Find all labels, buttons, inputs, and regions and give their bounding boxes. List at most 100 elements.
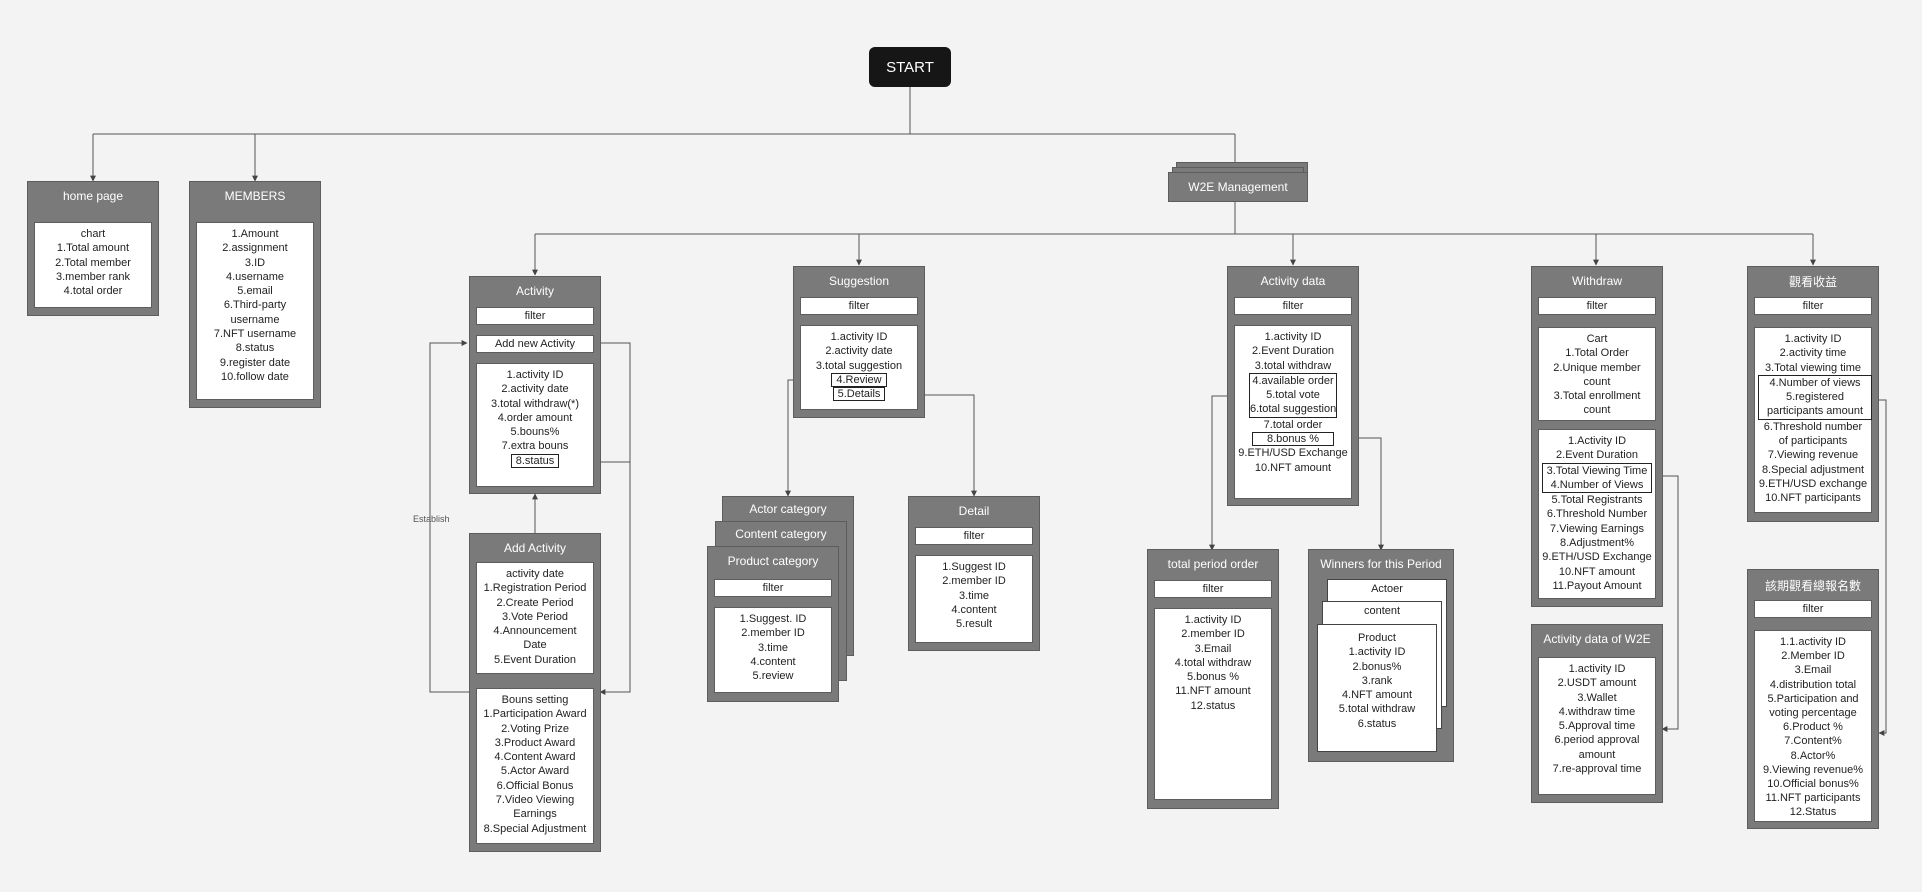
period-total-panel: 1.1.activity ID 2.Member ID 3.Email 4.di… [1754, 630, 1872, 822]
activity-data-module[interactable]: Activity data filter 1.activity ID 2.Eve… [1227, 266, 1359, 506]
detail-module[interactable]: Detail filter 1.Suggest ID 2.member ID 3… [908, 496, 1040, 651]
viewing-item: of participants [1778, 435, 1848, 448]
product-category-module[interactable]: Product category filter 1.Suggest. ID 2.… [707, 546, 839, 702]
period-order-item: 3.Email [1194, 642, 1232, 655]
members-module[interactable]: MEMBERS 1.Amount 2.assignment 3.ID 4.use… [189, 181, 321, 408]
withdraw-item: 5.Total Registrants [1551, 494, 1643, 507]
winners-title: Winners for this Period [1320, 557, 1442, 571]
period-total-item: voting percentage [1769, 707, 1857, 720]
winners-product-item: Product [1358, 632, 1396, 644]
members-item: username [230, 313, 280, 326]
home-item: 1.Total amount [56, 242, 130, 255]
add-activity-item: Date [523, 639, 547, 652]
period-order-item: 1.activity ID [1184, 614, 1242, 626]
members-item: 7.NFT username [213, 328, 297, 341]
winners-product-item: 5.total withdraw [1338, 703, 1416, 716]
details-item[interactable]: 5.Details [832, 387, 886, 402]
period-total-item: 2.Member ID [1781, 650, 1845, 663]
category-filter[interactable]: filter [714, 579, 832, 597]
w2e-data-item: 7.re-approval time [1552, 763, 1642, 776]
period-order-item: 2.member ID [1181, 628, 1245, 641]
product-category-title: Product category [727, 554, 819, 568]
activity-data-order-box[interactable]: 4.available order 5.total vote 6.total s… [1249, 372, 1337, 418]
bonus-item: Earnings [513, 808, 557, 821]
activity-data-w2e-module[interactable]: Activity data of W2E 1.activity ID 2.USD… [1531, 624, 1663, 803]
detail-filter[interactable]: filter [915, 527, 1033, 545]
withdraw-item: 2.Event Duration [1556, 449, 1638, 462]
home-page-module[interactable]: home page chart 1.Total amount 2.Total m… [27, 181, 159, 316]
withdraw-viewing-box[interactable]: 3.Total Viewing Time 4.Number of Views [1542, 462, 1652, 494]
period-total-module[interactable]: 該期觀看總報名數 filter 1.1.activity ID 2.Member… [1747, 569, 1879, 829]
activity-item: 4.order amount [497, 411, 573, 424]
viewing-revenue-module[interactable]: 觀看收益 filter 1.activity ID 2.activity tim… [1747, 266, 1879, 522]
period-order-item: 11.NFT amount [1175, 685, 1251, 698]
activity-data-bonus-item[interactable]: 8.bonus % [1252, 432, 1334, 447]
start-node[interactable]: START [869, 47, 951, 87]
w2e-management-node[interactable]: W2E Management [1168, 172, 1308, 202]
home-page-panel: chart 1.Total amount 2.Total member 3.me… [34, 222, 152, 308]
members-item: 9.register date [219, 356, 291, 369]
line-withdraw-w2e [1651, 475, 1679, 732]
activity-data-title: Activity data [1260, 274, 1326, 288]
viewing-item: 8.Special adjustment [1761, 463, 1865, 476]
suggestion-title: Suggestion [828, 274, 890, 288]
cart-item: 2.Unique member [1553, 361, 1641, 374]
viewing-item: 9.ETH/USD exchange [1758, 477, 1868, 490]
period-total-item: 1.1.activity ID [1779, 636, 1847, 648]
period-order-item: 12.status [1190, 699, 1236, 712]
home-item: 2.Total member [55, 256, 131, 269]
bonus-item: 7.Video Viewing [495, 794, 575, 807]
add-new-activity-button[interactable]: Add new Activity [476, 335, 594, 353]
period-total-item: 11.NFT participants [1765, 792, 1861, 805]
period-total-item: 7.Content% [1784, 735, 1842, 748]
activity-module[interactable]: Activity filter Add new Activity 1.activ… [469, 276, 601, 494]
add-activity-item: 4.Announcement [493, 625, 577, 638]
winners-product-item: 4.NFT amount [1341, 689, 1413, 702]
suggestion-module[interactable]: Suggestion filter 1.activity ID 2.activi… [793, 266, 925, 418]
activity-filter[interactable]: filter [476, 307, 594, 325]
detail-item: 4.content [951, 603, 997, 616]
period-total-title: 該期觀看總報名數 [1764, 578, 1861, 593]
withdraw-item: 11.Payout Amount [1552, 579, 1642, 592]
withdraw-filter[interactable]: filter [1538, 297, 1656, 315]
cart-item: Cart [1586, 333, 1608, 345]
activity-item: 5.bouns% [510, 426, 560, 439]
home-page-title: home page [62, 189, 124, 203]
total-period-order-module[interactable]: total period order filter 1.activity ID … [1147, 549, 1279, 809]
period-order-item: 5.bonus % [1187, 671, 1239, 684]
activity-data-item: 2.Event Duration [1252, 345, 1334, 358]
home-item: 4.total order [63, 285, 123, 298]
total-period-order-filter[interactable]: filter [1154, 580, 1272, 598]
category-item: 1.Suggest. ID [739, 613, 807, 625]
period-total-item: 12.Status [1789, 806, 1837, 819]
viewing-revenue-filter[interactable]: filter [1754, 297, 1872, 315]
detail-item: 1.Suggest ID [942, 561, 1006, 573]
bonus-item: 2.Voting Prize [501, 722, 569, 735]
activity-data-w2e-panel: 1.activity ID 2.USDT amount 3.Wallet 4.w… [1538, 657, 1656, 795]
bonus-item: 8.Special Adjustment [483, 822, 587, 835]
activity-status-item[interactable]: 8.status [510, 453, 560, 468]
suggestion-item: 3.total suggestion [815, 359, 903, 372]
period-total-item: 9.Viewing revenue% [1762, 763, 1864, 776]
withdraw-item: 3.Total Viewing Time [1546, 464, 1648, 477]
period-total-item: 8.Actor% [1790, 749, 1836, 762]
detail-item: 3.time [959, 589, 989, 602]
withdraw-list-panel: 1.Activity ID 2.Event Duration 3.Total V… [1538, 429, 1656, 599]
suggestion-filter[interactable]: filter [800, 297, 918, 315]
detail-title: Detail [958, 504, 990, 518]
add-activity-module[interactable]: Add Activity activity date 1.Registratio… [469, 533, 601, 852]
members-item: 2.assignment [222, 242, 288, 255]
review-item[interactable]: 4.Review [831, 372, 887, 387]
winners-content-title: content [1363, 605, 1401, 617]
viewing-item: 6.Threshold number [1763, 420, 1863, 433]
suggestion-item: 2.activity date [825, 345, 893, 358]
winners-product-card[interactable]: Product 1.activity ID 2.bonus% 3.rank 4.… [1317, 624, 1437, 752]
activity-data-filter[interactable]: filter [1234, 297, 1352, 315]
bonus-item: 6.Official Bonus [496, 779, 574, 792]
viewing-views-box[interactable]: 4.Number of views 5.registered participa… [1758, 374, 1872, 420]
period-total-filter[interactable]: filter [1754, 600, 1872, 618]
w2e-data-item: amount [1578, 748, 1616, 761]
withdraw-module[interactable]: Withdraw filter Cart 1.Total Order 2.Uni… [1531, 266, 1663, 607]
category-item: 3.time [758, 641, 788, 654]
